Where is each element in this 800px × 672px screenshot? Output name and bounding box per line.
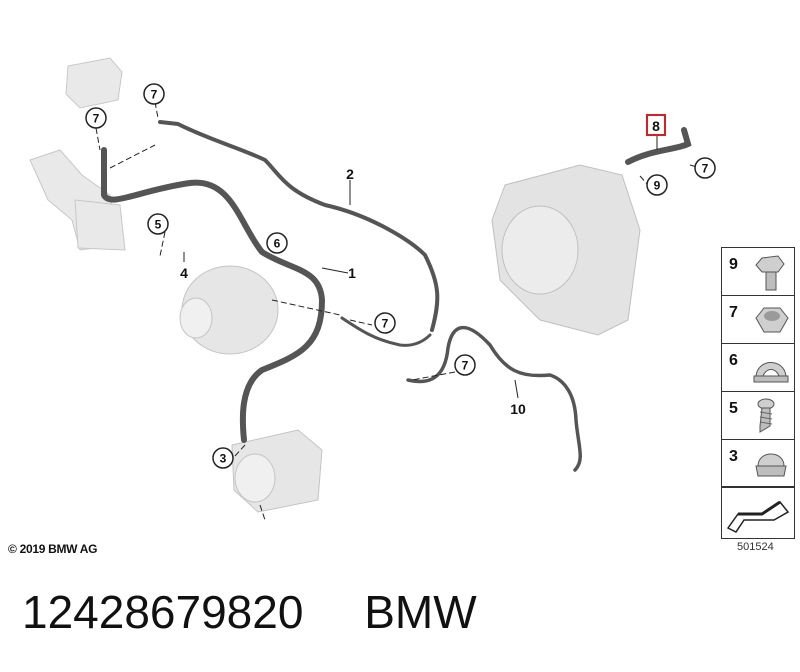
callout-5-text: 5: [155, 218, 162, 232]
starter-motor-ghost: [231, 429, 323, 513]
callout-4[interactable]: 4: [180, 265, 188, 281]
transfer-case-ghost: [491, 164, 641, 336]
callout-1[interactable]: 1: [348, 265, 356, 281]
brand-name: BMW: [364, 586, 477, 638]
callout-7-e[interactable]: 7: [694, 157, 716, 179]
legend-number: 3: [729, 448, 738, 465]
fastener-legend: 9 7 6 5 3: [721, 247, 795, 539]
battery-bracket-ghost: [29, 57, 126, 251]
callout-7-text: 7: [382, 317, 389, 331]
legend-direction: [721, 487, 795, 539]
legend-item-6[interactable]: 6: [721, 343, 795, 391]
legend-number: 5: [729, 400, 738, 417]
hex-nut-icon: [755, 307, 789, 333]
callout-3[interactable]: 3: [212, 447, 234, 469]
cable-8: [625, 127, 692, 165]
callout-7-c[interactable]: 7: [374, 312, 396, 334]
diagram-number: 501524: [737, 541, 774, 553]
callout-10[interactable]: 10: [510, 401, 526, 417]
callout-8-text: 8: [652, 118, 660, 134]
copyright-notice: © 2019 BMW AG: [8, 542, 98, 556]
callout-8[interactable]: 8: [646, 114, 666, 136]
callout-7-text: 7: [702, 162, 709, 176]
callout-leaders: [183, 136, 658, 399]
direction-arrow-icon: [726, 500, 790, 533]
callout-3-text: 3: [220, 452, 227, 466]
callout-7-text: 7: [462, 359, 469, 373]
legend-number: 7: [729, 304, 738, 321]
cable-1: [101, 147, 326, 443]
legend-item-3[interactable]: 3: [721, 439, 795, 487]
screw-icon: [757, 398, 775, 433]
part-number: 12428679820: [22, 586, 304, 638]
parts-diagram: 7 7 5 6 7 7 3 9 7 2 1 4 10 8: [29, 57, 716, 521]
legend-item-5[interactable]: 5: [721, 391, 795, 439]
legend-number: 6: [729, 352, 738, 369]
legend-item-9[interactable]: 9: [721, 247, 795, 295]
callout-7-a[interactable]: 7: [143, 83, 165, 105]
cable-clip-icon: [753, 362, 789, 383]
callout-6[interactable]: 6: [266, 232, 288, 254]
legend-item-7[interactable]: 7: [721, 295, 795, 343]
callout-9[interactable]: 9: [646, 174, 668, 196]
cables: [101, 120, 692, 472]
callout-7-text: 7: [151, 88, 158, 102]
part-caption: 12428679820 BMW: [22, 585, 477, 639]
cable-2: [158, 120, 440, 332]
callout-7-d[interactable]: 7: [454, 354, 476, 376]
cable-small-7: [340, 316, 432, 347]
callout-5[interactable]: 5: [147, 213, 169, 235]
alternator-ghost: [179, 265, 279, 355]
callout-7-text: 7: [93, 112, 100, 126]
hex-bolt-icon: [755, 255, 785, 291]
cable-10: [406, 325, 582, 472]
cap-nut-icon: [755, 453, 787, 477]
legend-number: 9: [729, 256, 738, 273]
callout-9-text: 9: [654, 179, 661, 193]
leader-lines: [95, 101, 698, 521]
callout-2[interactable]: 2: [346, 166, 354, 182]
callout-7-b[interactable]: 7: [85, 107, 107, 129]
callout-6-text: 6: [274, 237, 281, 251]
